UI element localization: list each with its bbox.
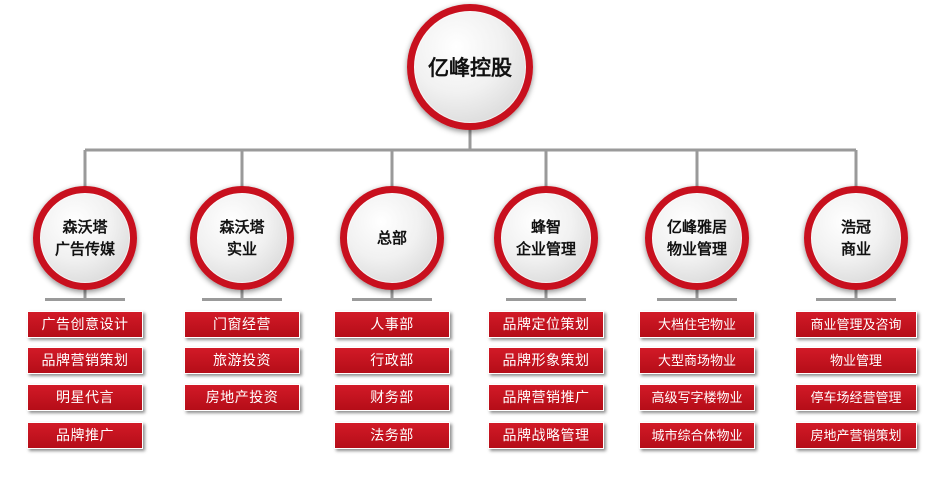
branch-node-label: 蜂智企业管理	[516, 216, 576, 260]
branch-node-label-line: 蜂智	[530, 218, 561, 236]
branch-item-box: 品牌推广	[27, 422, 143, 449]
branch-item-box: 人事部	[334, 311, 450, 338]
branch-item-box: 品牌营销推广	[488, 384, 604, 411]
branch-node-label-line: 森沃塔	[62, 218, 108, 236]
branch-item-box: 明星代言	[27, 384, 143, 411]
root-node-label: 亿峰控股	[428, 56, 512, 80]
branch-node-label: 森沃塔广告传媒	[55, 216, 115, 260]
branch-item-box: 广告创意设计	[27, 311, 143, 338]
branch-node-label: 总部	[377, 227, 407, 249]
branch-item-box: 行政部	[334, 347, 450, 374]
branch-node-label-line: 浩冠	[840, 218, 871, 236]
branch-item-box: 城市综合体物业	[639, 422, 755, 449]
branch-node-circle: 浩冠商业	[804, 186, 908, 290]
branch-node-label-line: 商业	[840, 240, 871, 258]
branch-node-label-line: 亿峰雅居	[666, 218, 727, 236]
branch-node-label: 浩冠商业	[841, 216, 871, 260]
branch-node-circle: 森沃塔实业	[190, 186, 294, 290]
branch-node-label-line: 森沃塔	[219, 218, 265, 236]
branch-item-box: 高级写字楼物业	[639, 384, 755, 411]
branch-item-box: 品牌定位策划	[488, 311, 604, 338]
branch-node-label-line: 实业	[226, 240, 257, 258]
branch-divider-bar	[352, 298, 432, 301]
branch-item-box: 大档住宅物业	[639, 311, 755, 338]
branch-divider-bar	[202, 298, 282, 301]
branch-divider-bar	[657, 298, 737, 301]
branch-item-box: 商业管理及咨询	[795, 311, 917, 338]
branch-node-label: 亿峰雅居物业管理	[667, 216, 727, 260]
root-node-circle: 亿峰控股	[407, 4, 533, 130]
branch-item-box: 品牌营销策划	[27, 347, 143, 374]
branch-node-label: 森沃塔实业	[219, 216, 264, 260]
branch-item-box: 品牌形象策划	[488, 347, 604, 374]
branch-node-label-line: 物业管理	[666, 240, 727, 258]
branch-node-circle: 亿峰雅居物业管理	[645, 186, 749, 290]
branch-node-label-line: 广告传媒	[54, 240, 115, 258]
branch-item-box: 品牌战略管理	[488, 422, 604, 449]
branch-node-circle: 蜂智企业管理	[494, 186, 598, 290]
branch-item-box: 旅游投资	[184, 347, 300, 374]
branch-node-label-line: 总部	[376, 229, 407, 247]
branch-item-box: 门窗经营	[184, 311, 300, 338]
branch-node-circle: 森沃塔广告传媒	[33, 186, 137, 290]
branch-item-box: 房地产营销策划	[795, 422, 917, 449]
branch-node-label-line: 企业管理	[515, 240, 576, 258]
branch-divider-bar	[45, 298, 125, 301]
branch-divider-bar	[816, 298, 896, 301]
branch-item-box: 大型商场物业	[639, 347, 755, 374]
branch-item-box: 法务部	[334, 422, 450, 449]
branch-item-box: 房地产投资	[184, 384, 300, 411]
branch-item-box: 财务部	[334, 384, 450, 411]
branch-divider-bar	[506, 298, 586, 301]
branch-item-box: 停车场经营管理	[795, 384, 917, 411]
branch-item-box: 物业管理	[795, 347, 917, 374]
branch-node-circle: 总部	[340, 186, 444, 290]
